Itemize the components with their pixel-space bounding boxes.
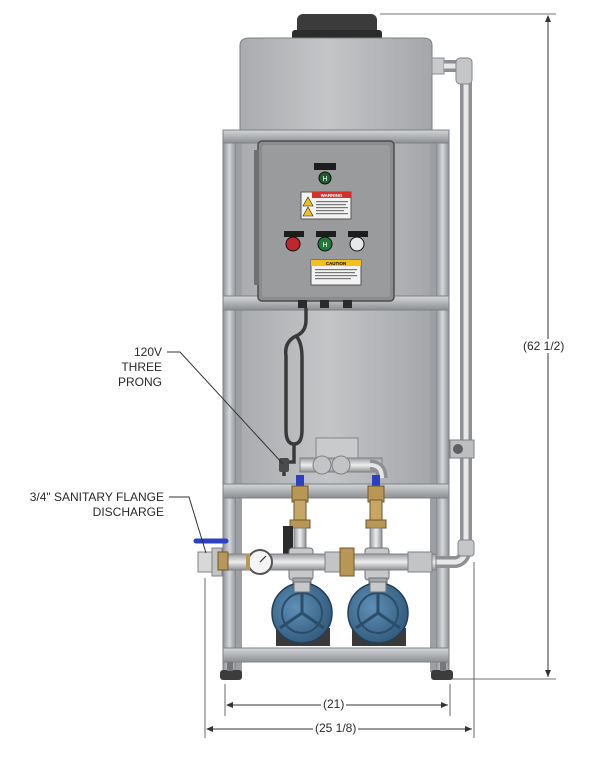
power-callout-line-2: THREE bbox=[121, 360, 162, 374]
discharge-callout: 3/4" SANITARY FLANGE DISCHARGE bbox=[4, 490, 164, 520]
discharge-callout-line-2: DISCHARGE bbox=[92, 505, 164, 519]
svg-text:CAUTION: CAUTION bbox=[326, 261, 347, 266]
frame-base-rail bbox=[222, 647, 450, 663]
overall-width-dimension-label: (25 1/8) bbox=[313, 721, 359, 735]
frame-width-dimension-label: (21) bbox=[321, 697, 347, 711]
pump-motor-right bbox=[347, 581, 409, 646]
power-callout-line-1: 120V bbox=[133, 345, 162, 359]
caution-label: CAUTION bbox=[310, 259, 362, 286]
ball-valve-handle-right bbox=[372, 475, 380, 489]
frame-lower-rail bbox=[222, 483, 450, 499]
discharge-callout-line-1: 3/4" SANITARY FLANGE bbox=[29, 490, 164, 504]
selector-switch: H bbox=[314, 163, 336, 185]
power-callout-line-3: PRONG bbox=[117, 375, 162, 389]
svg-text:H: H bbox=[322, 176, 327, 183]
control-panel: H WARNING H CAUTION bbox=[254, 140, 395, 308]
pump-motor-left bbox=[271, 581, 333, 646]
ball-valve-handle-left bbox=[296, 475, 304, 489]
cable-glands bbox=[298, 300, 352, 308]
red-indicator-light bbox=[285, 236, 301, 252]
leveling-foot-right bbox=[431, 670, 453, 680]
discharge-callout-leader bbox=[169, 496, 207, 554]
height-dimension-label: (62 1/2) bbox=[521, 339, 567, 353]
svg-text:WARNING: WARNING bbox=[321, 193, 343, 198]
plug bbox=[279, 458, 289, 472]
power-callout: 120V THREE PRONG bbox=[88, 345, 162, 390]
svg-text:H: H bbox=[322, 242, 327, 249]
frame-post-left bbox=[222, 129, 237, 676]
leveling-foot-left bbox=[220, 670, 242, 680]
power-callout-leader bbox=[167, 351, 284, 465]
suction-manifold bbox=[299, 437, 388, 479]
discharge-header bbox=[193, 538, 437, 577]
frame-post-right bbox=[435, 129, 450, 676]
overflow-pipe bbox=[436, 57, 475, 568]
indicator-lights: H bbox=[284, 231, 368, 252]
white-indicator-light bbox=[349, 236, 365, 252]
power-cord bbox=[279, 308, 308, 476]
warning-label: WARNING bbox=[300, 191, 352, 220]
green-indicator-light bbox=[317, 236, 333, 252]
